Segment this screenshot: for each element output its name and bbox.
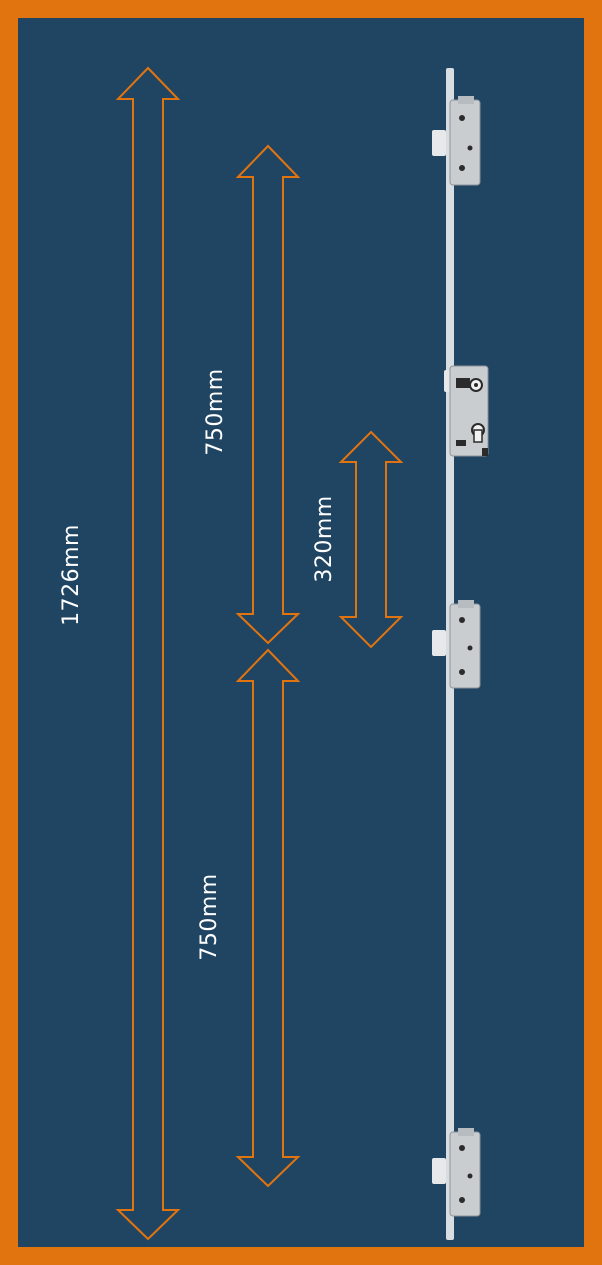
bottom-hook-gearbox — [432, 1128, 481, 1217]
diagram-panel — [10, 10, 592, 1255]
upper-dimension-label: 750mm — [203, 368, 228, 455]
lower-arrow-shape — [235, 648, 301, 1188]
upper-dimension-arrow — [235, 144, 301, 645]
top-hook-gearbox — [432, 96, 481, 186]
lower-dimension-arrow — [235, 648, 301, 1188]
center-arrow-shape — [338, 430, 404, 649]
upper-arrow-shape — [235, 144, 301, 645]
center-dimension-label: 320mm — [312, 495, 337, 582]
overall-arrow-shape — [115, 66, 181, 1241]
center-gearbox — [444, 365, 489, 457]
multipoint-lock-illustration — [432, 68, 489, 1240]
center-dimension-arrow — [338, 430, 404, 649]
overall-dimension-arrow — [115, 66, 181, 1241]
middle-hook-gearbox — [432, 600, 481, 689]
lower-dimension-label: 750mm — [197, 873, 222, 960]
overall-dimension-label: 1726mm — [59, 524, 84, 626]
